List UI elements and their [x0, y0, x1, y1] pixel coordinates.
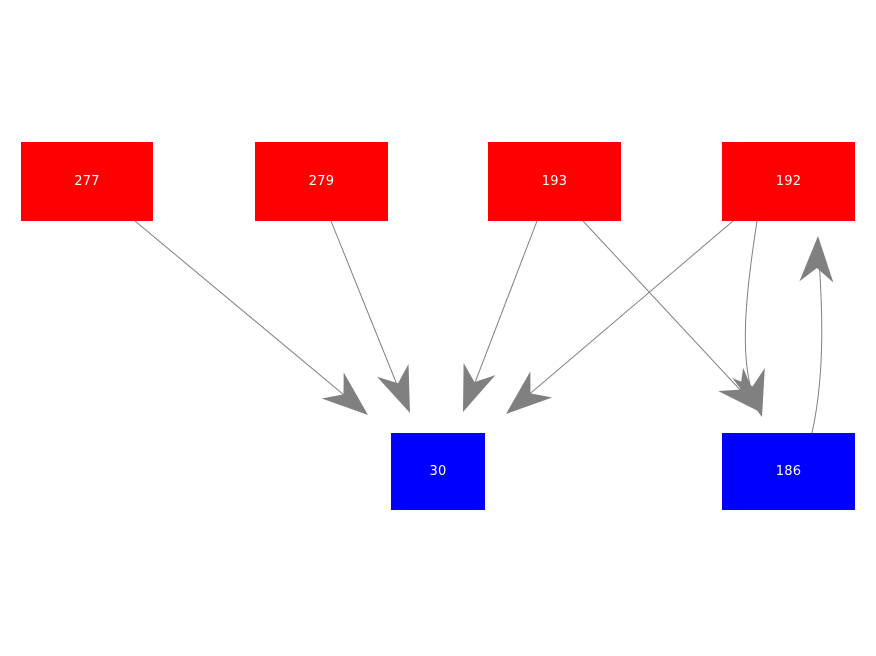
arrowhead-193-to-30: [463, 363, 496, 412]
arrowhead-279-to-30: [377, 364, 410, 413]
node-label-279: 279: [308, 174, 335, 189]
arrowhead-186-to-192: [799, 236, 834, 283]
edge-186-to-192: [811, 242, 823, 434]
arrowhead-192-to-30: [506, 371, 553, 414]
node-192[interactable]: 192: [722, 142, 855, 221]
edge-192-to-30: [511, 220, 734, 410]
node-label-193: 193: [541, 174, 568, 189]
edge-193-to-186: [582, 220, 758, 409]
node-label-277: 277: [74, 174, 100, 189]
node-277[interactable]: 277: [21, 142, 153, 221]
edge-277-to-30: [134, 220, 363, 411]
node-label-30: 30: [429, 464, 447, 479]
node-279[interactable]: 279: [255, 142, 388, 221]
node-193[interactable]: 193: [488, 142, 621, 221]
edge-279-to-30: [330, 220, 407, 408]
arrowhead-192-to-186: [732, 368, 765, 417]
edge-193-to-30: [465, 220, 538, 407]
arrowhead-277-to-30: [321, 372, 368, 415]
node-30[interactable]: 30: [391, 433, 485, 510]
node-label-192: 192: [775, 174, 802, 189]
node-label-186: 186: [775, 464, 802, 479]
node-186[interactable]: 186: [722, 433, 855, 510]
